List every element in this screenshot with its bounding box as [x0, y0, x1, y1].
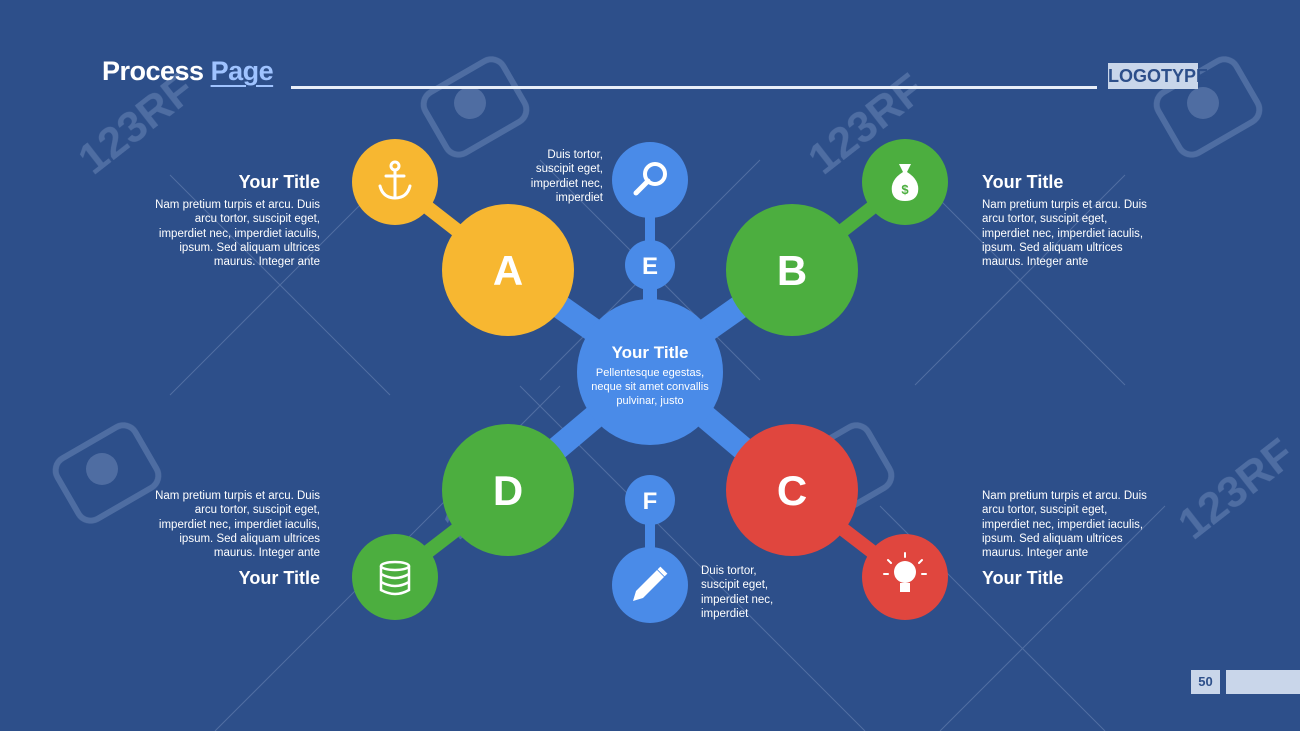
block-a: Your Title Nam pretium turpis et arcu. D… — [148, 172, 320, 269]
node-f: F — [625, 475, 675, 525]
svg-text:$: $ — [901, 182, 909, 197]
block-c: Nam pretium turpis et arcu. Duis arcu to… — [982, 489, 1154, 589]
page-title-part1: Process — [102, 56, 204, 86]
block-d-title: Your Title — [238, 568, 320, 589]
magnifier-icon — [612, 142, 688, 218]
node-e-letter: E — [642, 253, 658, 280]
center-node — [577, 299, 723, 445]
center-title: Your Title — [611, 343, 689, 362]
node-f-letter: F — [643, 488, 658, 515]
block-a-text: Nam pretium turpis et arcu. Duis arcu to… — [155, 199, 320, 269]
center-text: Pellentesque egestas, neque sit amet con… — [591, 367, 709, 407]
block-c-title: Your Title — [982, 568, 1064, 589]
page-number: 50 — [1191, 670, 1220, 694]
node-d: D — [442, 424, 574, 556]
node-a: A — [442, 204, 574, 336]
node-b: B — [726, 204, 858, 336]
block-d-text: Nam pretium turpis et arcu. Duis arcu to… — [155, 490, 320, 560]
page-bar — [1226, 670, 1300, 694]
node-d-letter: D — [493, 467, 523, 514]
block-f: Duis tortor, suscipit eget, imperdiet ne… — [701, 564, 793, 621]
logo: LOGOTYPE — [1108, 63, 1208, 89]
money-bag-icon: $ — [862, 139, 948, 225]
node-b-letter: B — [777, 247, 807, 294]
block-b: Your Title Nam pretium turpis et arcu. D… — [982, 172, 1154, 269]
pencil-icon — [612, 547, 688, 623]
anchor-icon — [352, 139, 438, 225]
page-title-part2: Page — [210, 56, 274, 86]
block-b-text: Nam pretium turpis et arcu. Duis arcu to… — [982, 199, 1147, 269]
coins-stack-icon — [352, 534, 438, 620]
center-block: Your Title Pellentesque egestas, neque s… — [590, 343, 710, 408]
block-d: Nam pretium turpis et arcu. Duis arcu to… — [148, 489, 320, 589]
block-c-text: Nam pretium turpis et arcu. Duis arcu to… — [982, 490, 1147, 560]
block-e: Duis tortor, suscipit eget, imperdiet ne… — [512, 148, 603, 205]
lightbulb-icon — [862, 534, 948, 620]
block-e-text: Duis tortor, suscipit eget, imperdiet ne… — [530, 149, 603, 204]
title-rule — [291, 86, 1097, 89]
node-c-letter: C — [777, 467, 807, 514]
node-e: E — [625, 240, 675, 290]
block-a-title: Your Title — [238, 172, 320, 192]
node-c: C — [726, 424, 858, 556]
block-f-text: Duis tortor, suscipit eget, imperdiet ne… — [701, 565, 774, 620]
node-a-letter: A — [493, 247, 523, 294]
block-b-title: Your Title — [982, 172, 1064, 192]
page-title: Process Page — [102, 56, 274, 87]
